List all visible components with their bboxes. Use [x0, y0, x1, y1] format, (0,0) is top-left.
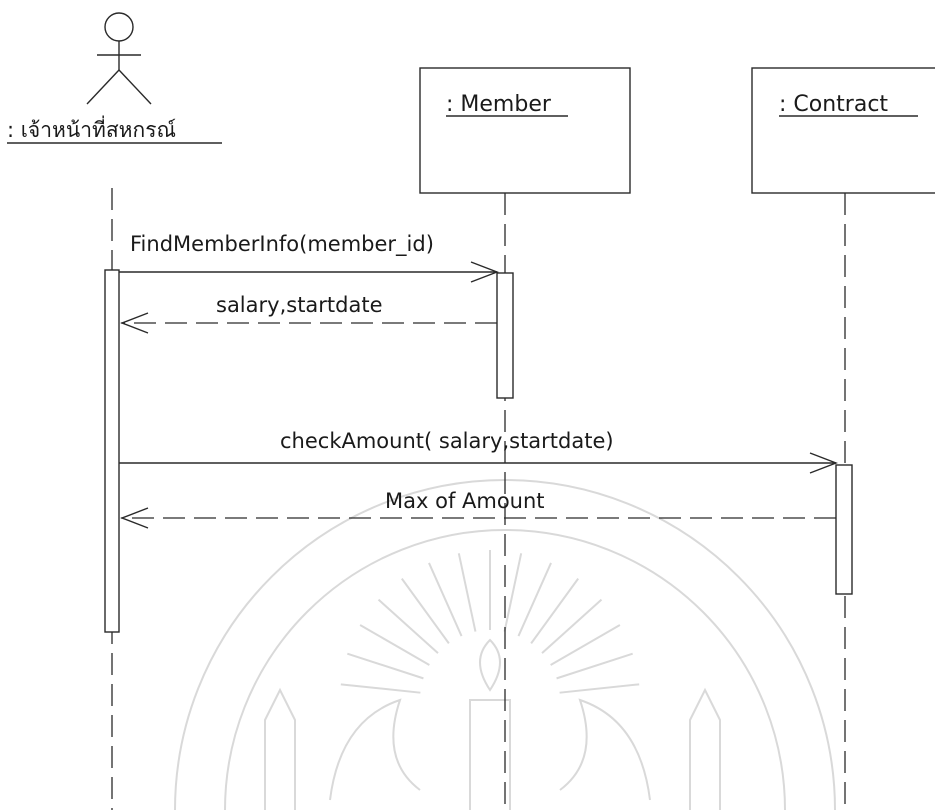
- arrowhead-open: [470, 261, 499, 283]
- object-box-member: [419, 67, 631, 194]
- arrowhead-open: [809, 452, 838, 474]
- activation-bar-contract: [835, 464, 853, 595]
- arrowhead-open: [120, 312, 149, 334]
- object-label-member: : Member: [446, 92, 552, 117]
- seal-ray: [503, 553, 523, 632]
- message-check-amount: checkAmount( salary,startdate): [119, 429, 838, 474]
- seal-ray: [401, 578, 450, 644]
- seal-ray: [517, 562, 552, 637]
- object-member: : Member: [419, 67, 631, 194]
- seal-ray: [457, 553, 477, 632]
- arrowhead-open: [120, 507, 149, 529]
- university-seal-icon: [174, 479, 836, 810]
- message-label: Max of Amount: [385, 489, 545, 513]
- message-label: checkAmount( salary,startdate): [280, 429, 614, 453]
- object-contract: : Contract: [751, 67, 935, 194]
- stick-figure-icon: [86, 12, 152, 105]
- seal-ray: [556, 652, 633, 680]
- seal-ray: [340, 683, 421, 694]
- object-label-contract: : Contract: [779, 92, 888, 117]
- seal-ray: [559, 683, 640, 694]
- activation-bar-actor: [104, 269, 120, 633]
- message-return-max-of-amount: Max of Amount: [120, 489, 836, 529]
- seal-ray: [347, 652, 424, 680]
- message-find-member-info: FindMemberInfo(member_id): [119, 232, 499, 283]
- seal-ray: [541, 598, 603, 654]
- actor-label: : เจ้าหน้าที่สหกรณ์: [7, 115, 176, 142]
- seal-ray: [428, 562, 463, 637]
- message-return-salary-startdate: salary,startdate: [120, 293, 497, 334]
- seal-ray: [377, 598, 439, 654]
- activation-bar-member: [496, 272, 514, 399]
- seal-ray: [359, 624, 430, 666]
- message-label: salary,startdate: [216, 293, 383, 317]
- seal-ray: [530, 578, 579, 644]
- seal-ray: [550, 624, 621, 666]
- object-box-contract: [751, 67, 935, 194]
- message-label: FindMemberInfo(member_id): [130, 232, 434, 257]
- actor-figure: : เจ้าหน้าที่สหกรณ์: [7, 12, 222, 144]
